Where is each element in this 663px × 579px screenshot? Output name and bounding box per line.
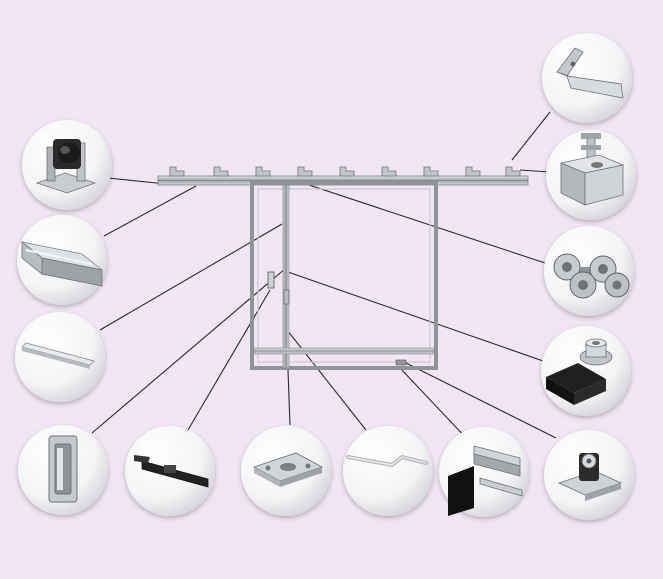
callout-wall-bracket xyxy=(22,120,112,210)
strike-plate-icon xyxy=(252,452,324,487)
end-stop-icon xyxy=(556,47,624,99)
leader-top-track-rail xyxy=(103,185,197,237)
leader-bent-rod xyxy=(286,329,367,431)
strip-profile-icon xyxy=(21,342,95,369)
callout-door-buffer xyxy=(541,326,631,416)
callout-recessed-handle xyxy=(18,425,108,515)
leader-brush-seal xyxy=(399,367,469,441)
callouts xyxy=(15,33,636,520)
callout-track-end-cap xyxy=(546,130,636,220)
callout-floor-guide-roller xyxy=(544,430,634,520)
leader-floor-guide-roller xyxy=(403,361,557,439)
leader-wall-bracket xyxy=(107,177,167,185)
door-buffer-icon xyxy=(546,338,613,405)
leader-latch-lever xyxy=(187,289,271,431)
end-cap-icon xyxy=(559,133,625,206)
callout-top-track-rail xyxy=(17,215,107,305)
callout-trolley-wheels xyxy=(544,226,634,316)
leader-track-end-cap xyxy=(519,169,551,173)
leader-trolley-wheels xyxy=(299,181,549,265)
bent-rod-icon xyxy=(346,454,428,468)
door-handle-small xyxy=(267,271,275,289)
leader-lines xyxy=(91,111,557,441)
flush-handle-icon xyxy=(48,435,78,503)
door-stile xyxy=(282,184,290,369)
door-frame-outer xyxy=(250,181,438,370)
leader-end-stop-bracket xyxy=(511,111,551,161)
callout-guide-strip xyxy=(15,312,105,402)
wall-bracket-icon xyxy=(35,139,97,194)
rail-profile-icon xyxy=(21,241,103,287)
callout-brush-seal xyxy=(439,427,529,517)
door-lower-rail xyxy=(253,347,435,355)
floor-guide xyxy=(395,359,407,366)
trolley-wheels-icon xyxy=(553,253,630,299)
latch-lever-icon xyxy=(134,455,209,488)
callout-latch-lever xyxy=(125,426,215,516)
track-brackets xyxy=(169,166,521,177)
door-frame-inner xyxy=(257,188,431,363)
door-assembly xyxy=(157,166,529,370)
callout-end-stop-bracket xyxy=(542,33,632,123)
callout-bent-rod xyxy=(343,426,433,516)
floor-roller-icon xyxy=(557,453,623,501)
callout-strike-plate xyxy=(241,426,331,516)
leader-strike-plate xyxy=(287,369,291,426)
leader-guide-strip xyxy=(99,223,283,331)
brush-seal-icon xyxy=(448,445,523,516)
leader-door-buffer xyxy=(287,271,547,363)
